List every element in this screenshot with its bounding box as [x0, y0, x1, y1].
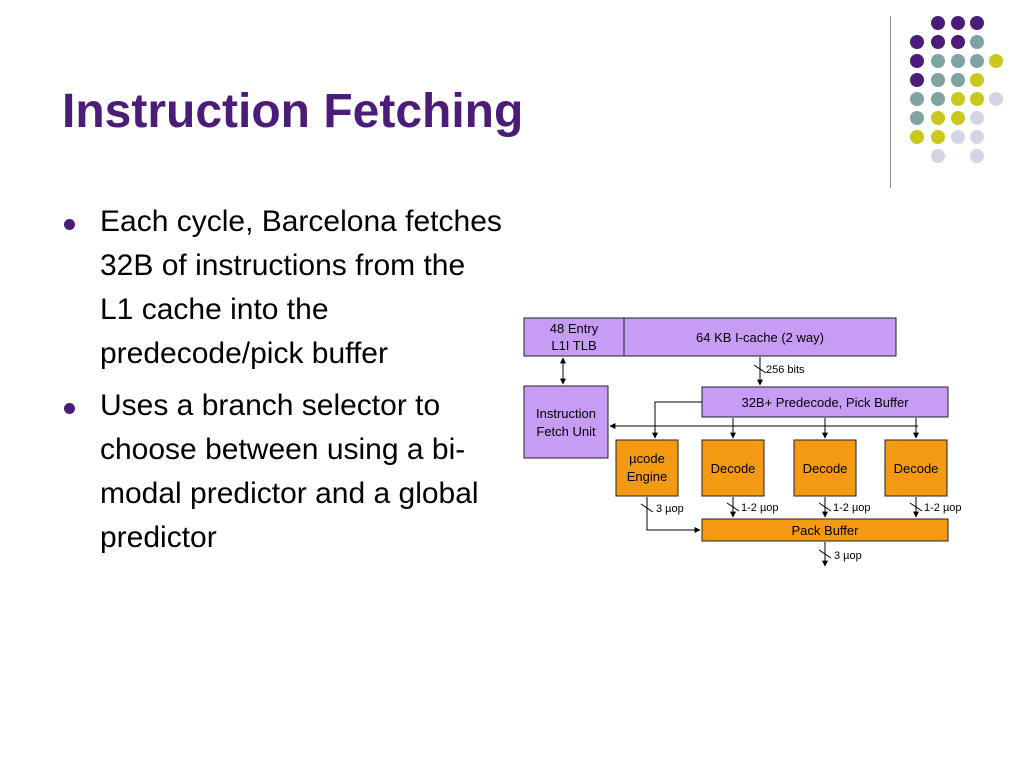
decorative-dot — [931, 73, 945, 87]
decorative-dot — [931, 35, 945, 49]
decorative-dot — [931, 54, 945, 68]
decorative-dot — [951, 16, 965, 30]
decorative-dot — [910, 73, 924, 87]
icache-box — [623, 317, 897, 357]
decode-label-1: Decode — [711, 461, 756, 476]
ucode-label-2: Engine — [627, 469, 667, 484]
decorative-dot — [989, 92, 1003, 106]
slide-title: Instruction Fetching — [62, 85, 524, 138]
ifu-label-2: Fetch Unit — [536, 424, 596, 439]
bullet-dot-icon — [64, 403, 75, 414]
bus-slash — [753, 364, 767, 374]
ucode-engine-box — [615, 439, 679, 497]
decode3-uop-label: 1-2 µop — [924, 502, 962, 514]
decode1-uop-label: 1-2 µop — [741, 502, 779, 514]
decode-label-3: Decode — [894, 461, 939, 476]
predecode-ucode-connector — [652, 401, 702, 439]
decorative-dot — [931, 111, 945, 125]
decorative-dot — [910, 54, 924, 68]
decorative-dot — [970, 149, 984, 163]
decorative-dot — [970, 35, 984, 49]
decorative-dot — [931, 16, 945, 30]
decode-box-3 — [884, 439, 948, 497]
decorative-dot — [970, 92, 984, 106]
tlb-label-1: 48 Entry — [550, 321, 599, 336]
decorative-dot — [970, 54, 984, 68]
decode2-uop-label: 1-2 µop — [833, 502, 871, 514]
decorative-dot — [951, 54, 965, 68]
bullet-text: Each cycle, Barcelona fetches 32B of ins… — [100, 205, 502, 370]
decorative-dot — [970, 130, 984, 144]
bullet-item: Each cycle, Barcelona fetches 32B of ins… — [64, 200, 504, 376]
output-slash — [818, 549, 832, 559]
decode-label-2: Decode — [803, 461, 848, 476]
bullet-text: Uses a branch selector to choose between… — [100, 389, 479, 554]
fetch-pipeline-diagram: 48 Entry L1I TLB 64 KB I-cache (2 way) 2… — [523, 317, 962, 567]
decorative-dot — [970, 73, 984, 87]
decorative-dot — [951, 130, 965, 144]
ifu-label-1: Instruction — [536, 406, 596, 421]
decorative-dot — [989, 54, 1003, 68]
ucode-slash — [640, 503, 654, 513]
decorative-dot — [951, 73, 965, 87]
divider-line — [890, 16, 891, 188]
decorative-dot — [910, 92, 924, 106]
decode3-slash — [909, 502, 923, 512]
decorative-dot — [951, 111, 965, 125]
decorative-dot — [970, 16, 984, 30]
bullet-list: Each cycle, Barcelona fetches 32B of ins… — [64, 200, 504, 568]
icache-label: 64 KB I-cache (2 way) — [696, 330, 824, 345]
decode1-slash — [726, 502, 740, 512]
tlb-label-2: L1I TLB — [551, 338, 596, 353]
predecode-box — [701, 386, 949, 418]
decorative-dot — [931, 130, 945, 144]
decorative-dot — [951, 35, 965, 49]
bullet-item: Uses a branch selector to choose between… — [64, 384, 504, 560]
decorative-dot — [951, 92, 965, 106]
decorative-dot — [910, 35, 924, 49]
bits-label: 256 bits — [766, 364, 805, 376]
decode-box-2 — [793, 439, 857, 497]
decorative-dot — [970, 111, 984, 125]
output-uop-label: 3 µop — [834, 550, 862, 562]
decorative-dot — [931, 92, 945, 106]
ucode-uop-label: 3 µop — [656, 503, 684, 515]
bullet-dot-icon — [64, 219, 75, 230]
decorative-dot — [910, 130, 924, 144]
pack-buffer-label: Pack Buffer — [792, 523, 860, 538]
tlb-box — [523, 317, 625, 357]
decorative-dot — [910, 111, 924, 125]
ifu-box — [523, 385, 609, 459]
predecode-label: 32B+ Predecode, Pick Buffer — [741, 395, 909, 410]
decode2-slash — [818, 502, 832, 512]
pack-buffer-box — [701, 518, 949, 542]
decorative-dot — [931, 149, 945, 163]
ucode-label-1: µcode — [629, 451, 665, 466]
decode-box-1 — [701, 439, 765, 497]
